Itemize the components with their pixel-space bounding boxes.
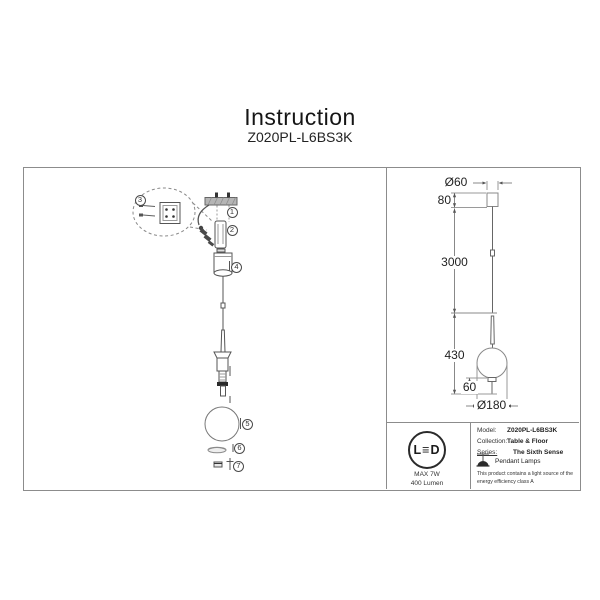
globe-outline — [476, 347, 508, 379]
assembly-diagram — [132, 187, 241, 470]
part-label-2: 2 — [226, 225, 238, 236]
series-field-value: The Sixth Sense — [513, 449, 564, 456]
fastener-set — [213, 458, 234, 470]
ceiling-plate — [204, 192, 238, 206]
collection-field-value: Table & Floor — [507, 438, 549, 445]
energy-efficiency-note: This product contains a light source of … — [477, 471, 574, 485]
model-field-value: Z020PL-L6BS3K — [507, 427, 558, 434]
series-field-label: Series: — [477, 449, 498, 456]
model-subtitle: Z020PL-L6BS3K — [247, 129, 353, 145]
specbox-divider — [470, 422, 471, 489]
part-label-1: 1 — [226, 206, 238, 218]
dim-canopy-height — [451, 192, 487, 208]
lumen-label: 400 Lumen — [410, 479, 444, 487]
max-power-label: MAX 7W — [414, 471, 440, 478]
dim-label-cord-length: 3000 — [440, 255, 469, 269]
dim-label-canopy-diameter: Ø60 — [440, 176, 472, 189]
page-title: Instruction — [244, 104, 356, 130]
part-label-3: 3 — [134, 194, 146, 206]
cylinder-housing — [213, 252, 233, 277]
suspension-wire — [220, 276, 226, 353]
screw-icon — [139, 204, 156, 217]
led-logo: L≡D — [408, 431, 446, 469]
diffuser-dish — [207, 444, 234, 454]
part-label-7: 7 — [233, 460, 244, 472]
mounting-detail-circle — [132, 187, 213, 237]
pendant-lamp-icon — [476, 453, 490, 467]
horizontal-divider — [386, 422, 579, 423]
lamp-socket — [213, 351, 232, 403]
dim-label-canopy-height: 80 — [437, 192, 451, 207]
glass-globe — [204, 406, 241, 442]
suspension-connector — [214, 220, 227, 255]
dimension-drawing — [451, 181, 518, 411]
model-field-label: Model: — [477, 427, 497, 434]
dim-label-body-height: 430 — [441, 349, 468, 362]
cord-connector — [197, 204, 215, 247]
part-label-5: 5 — [242, 418, 253, 430]
part-label-6: 6 — [234, 442, 245, 454]
dim-canopy-diameter — [473, 181, 512, 190]
dim-label-stem-length: 60 — [461, 380, 478, 394]
canopy-outline — [486, 192, 499, 207]
series-category-label: Pendant Lamps — [495, 458, 541, 465]
part-label-4: 4 — [231, 261, 242, 273]
dim-label-globe-diameter: Ø180 — [474, 399, 509, 412]
mounting-bracket-icon — [159, 202, 181, 224]
vertical-divider — [386, 167, 387, 489]
collection-field-label: Collection: — [477, 438, 508, 445]
drawing-frame — [23, 167, 581, 491]
